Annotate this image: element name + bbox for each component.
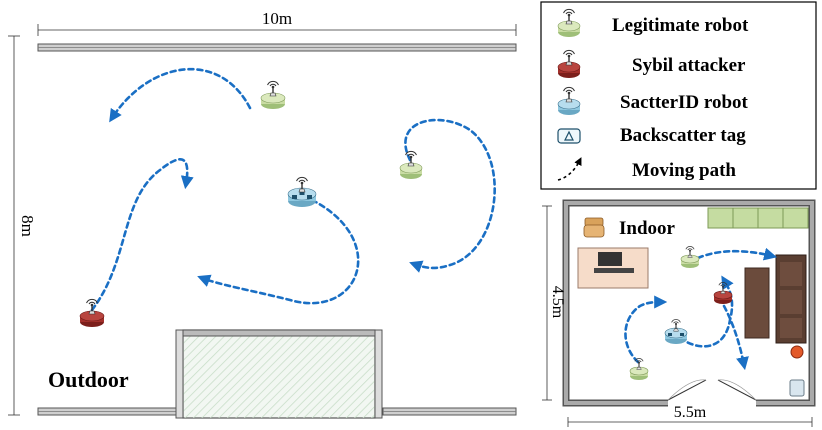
legitimate-robot bbox=[399, 150, 423, 179]
indoor-path-1 bbox=[688, 247, 778, 264]
sybil-attacker-robot bbox=[713, 282, 733, 304]
door-right bbox=[717, 379, 757, 401]
sactterid-robot-icon bbox=[557, 86, 581, 115]
outdoor-path-4 bbox=[404, 118, 496, 273]
chair bbox=[583, 217, 605, 238]
legitimate-robot bbox=[260, 80, 286, 109]
indoor-label: Indoor bbox=[619, 218, 676, 239]
sactterid-robot bbox=[664, 318, 688, 344]
legend-label-moving-path: Moving path bbox=[632, 160, 736, 181]
outdoor-path-2 bbox=[90, 158, 194, 312]
cabinet bbox=[707, 207, 809, 229]
legitimate-robot bbox=[629, 358, 649, 380]
sactterid-robot bbox=[287, 176, 317, 207]
legend-label-legitimate: Legitimate robot bbox=[612, 15, 749, 36]
bin bbox=[789, 379, 805, 397]
indoor-path-2 bbox=[624, 295, 668, 364]
legend-label-sactterid: SactterID robot bbox=[620, 92, 749, 113]
indoor-area: 4.5m 5.5m Indoor bbox=[542, 199, 816, 427]
door-left bbox=[667, 379, 707, 401]
legitimate-robot bbox=[680, 246, 700, 268]
outdoor-area: 10m 8m Outdoor bbox=[8, 9, 517, 419]
legend: Legitimate robot Sybil attacker SactterI… bbox=[540, 1, 817, 190]
outdoor-label: Outdoor bbox=[48, 367, 129, 392]
indoor-width-label: 5.5m bbox=[674, 404, 707, 421]
sybil-attacker-icon bbox=[557, 49, 581, 78]
legend-box bbox=[540, 1, 817, 190]
sybil-attacker-robot bbox=[79, 298, 105, 327]
sofa bbox=[775, 254, 807, 344]
outdoor-height-label: 8m bbox=[18, 215, 37, 237]
backscatter-tag-icon bbox=[557, 128, 581, 144]
outdoor-path-1 bbox=[109, 67, 252, 123]
indoor-path-4 bbox=[722, 304, 749, 371]
outdoor-width-label: 10m bbox=[262, 9, 292, 28]
indoor-height-label: 4.5m bbox=[549, 286, 566, 319]
indoor-path-3 bbox=[678, 275, 734, 348]
monitor bbox=[594, 268, 634, 273]
outdoor-path-3 bbox=[197, 198, 360, 305]
keyboard bbox=[598, 252, 622, 266]
legend-label-sybil: Sybil attacker bbox=[632, 55, 746, 76]
legend-label-backscatter: Backscatter tag bbox=[620, 125, 746, 146]
coffee-table bbox=[744, 267, 770, 339]
plant bbox=[790, 345, 804, 359]
moving-path-icon bbox=[557, 157, 582, 181]
legitimate-robot-icon bbox=[557, 8, 581, 37]
